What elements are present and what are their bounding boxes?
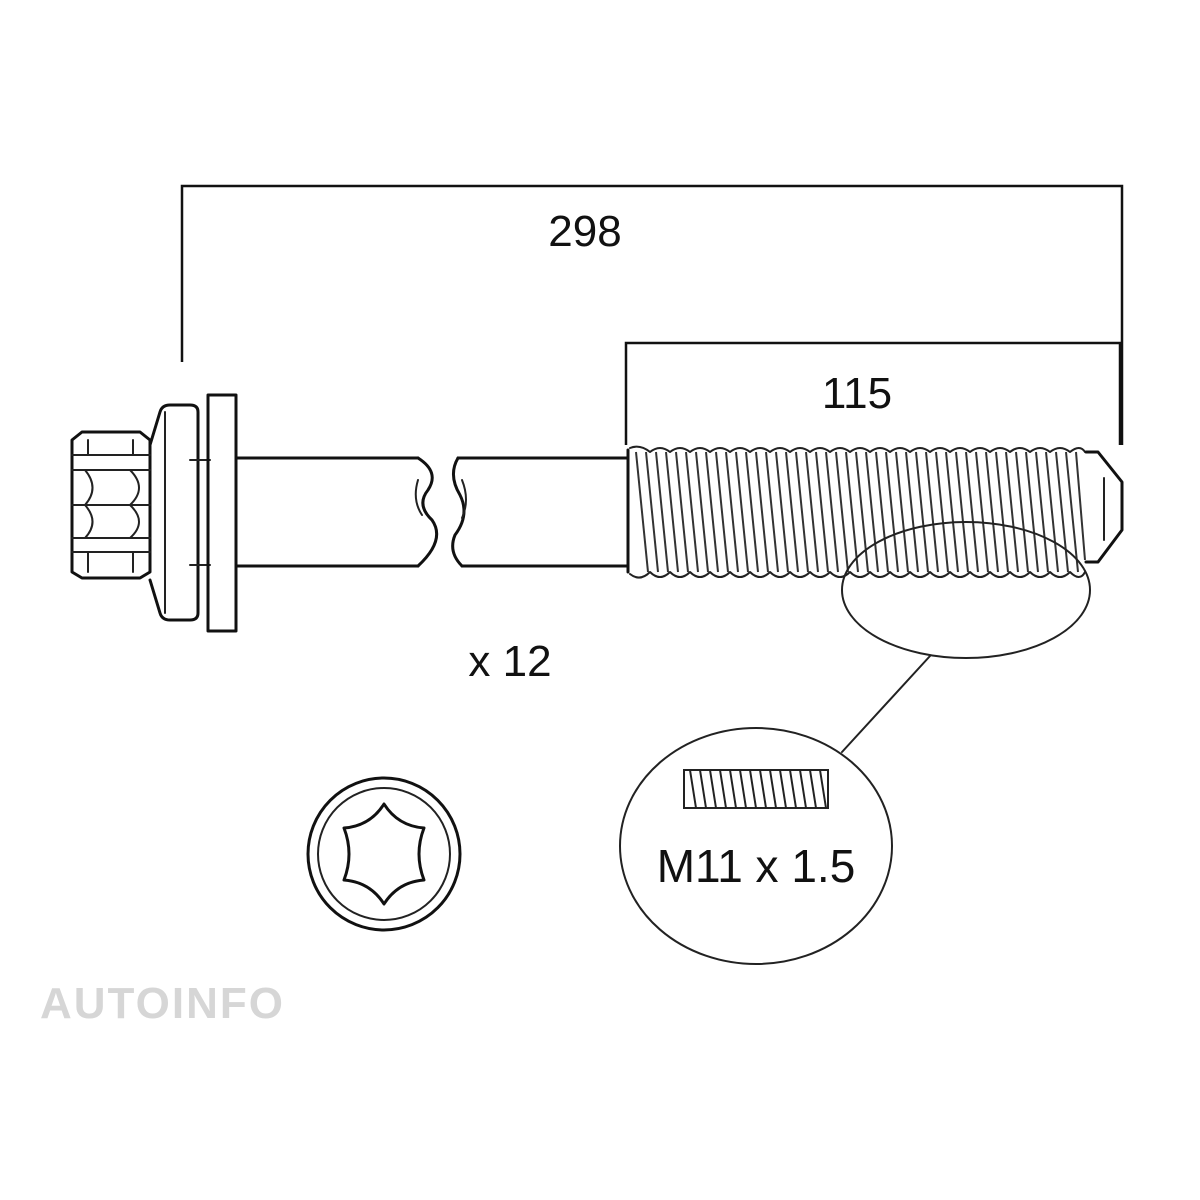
- bolt-break-right: [451, 456, 466, 568]
- thread-detail-circle: [619, 727, 893, 965]
- bolt-shank-left: [234, 456, 420, 568]
- overall-length-bracket: [180, 184, 1124, 445]
- bolt-thread-section: [626, 445, 1086, 579]
- bolt-break-left: [416, 456, 439, 568]
- thread-length-dimension: 115: [624, 341, 1122, 445]
- thread-length-label: 115: [822, 369, 892, 418]
- torx-inner-ring: [317, 787, 451, 921]
- external-torx-head-icon: [306, 776, 462, 932]
- bolt-flange: [148, 403, 211, 622]
- thread-highlight-ellipse: [841, 521, 1091, 659]
- callout-leader-line: [841, 655, 931, 753]
- torx-star: [342, 802, 426, 906]
- bolt-washer: [206, 393, 238, 633]
- bolt-shank-right: [456, 456, 630, 568]
- hex-flange-bolt-icon: [70, 393, 1124, 633]
- quantity-label: x 12: [468, 637, 551, 686]
- thread-spec-label: M11 x 1.5: [657, 840, 856, 892]
- thread-length-bracket: [624, 341, 1122, 445]
- overall-length-dimension: 298: [180, 184, 1124, 445]
- thread-sample: [683, 769, 829, 809]
- torx-outer-ring: [306, 776, 462, 932]
- thread-detail-magnifier-icon: M11 x 1.5: [619, 521, 1091, 965]
- bolt-head: [70, 430, 152, 580]
- bolt-tip: [1084, 450, 1124, 564]
- watermark-logo: AUTOINFO: [40, 979, 285, 1028]
- overall-length-label: 298: [548, 207, 621, 256]
- watermark-text: AUTOINFO: [40, 979, 285, 1028]
